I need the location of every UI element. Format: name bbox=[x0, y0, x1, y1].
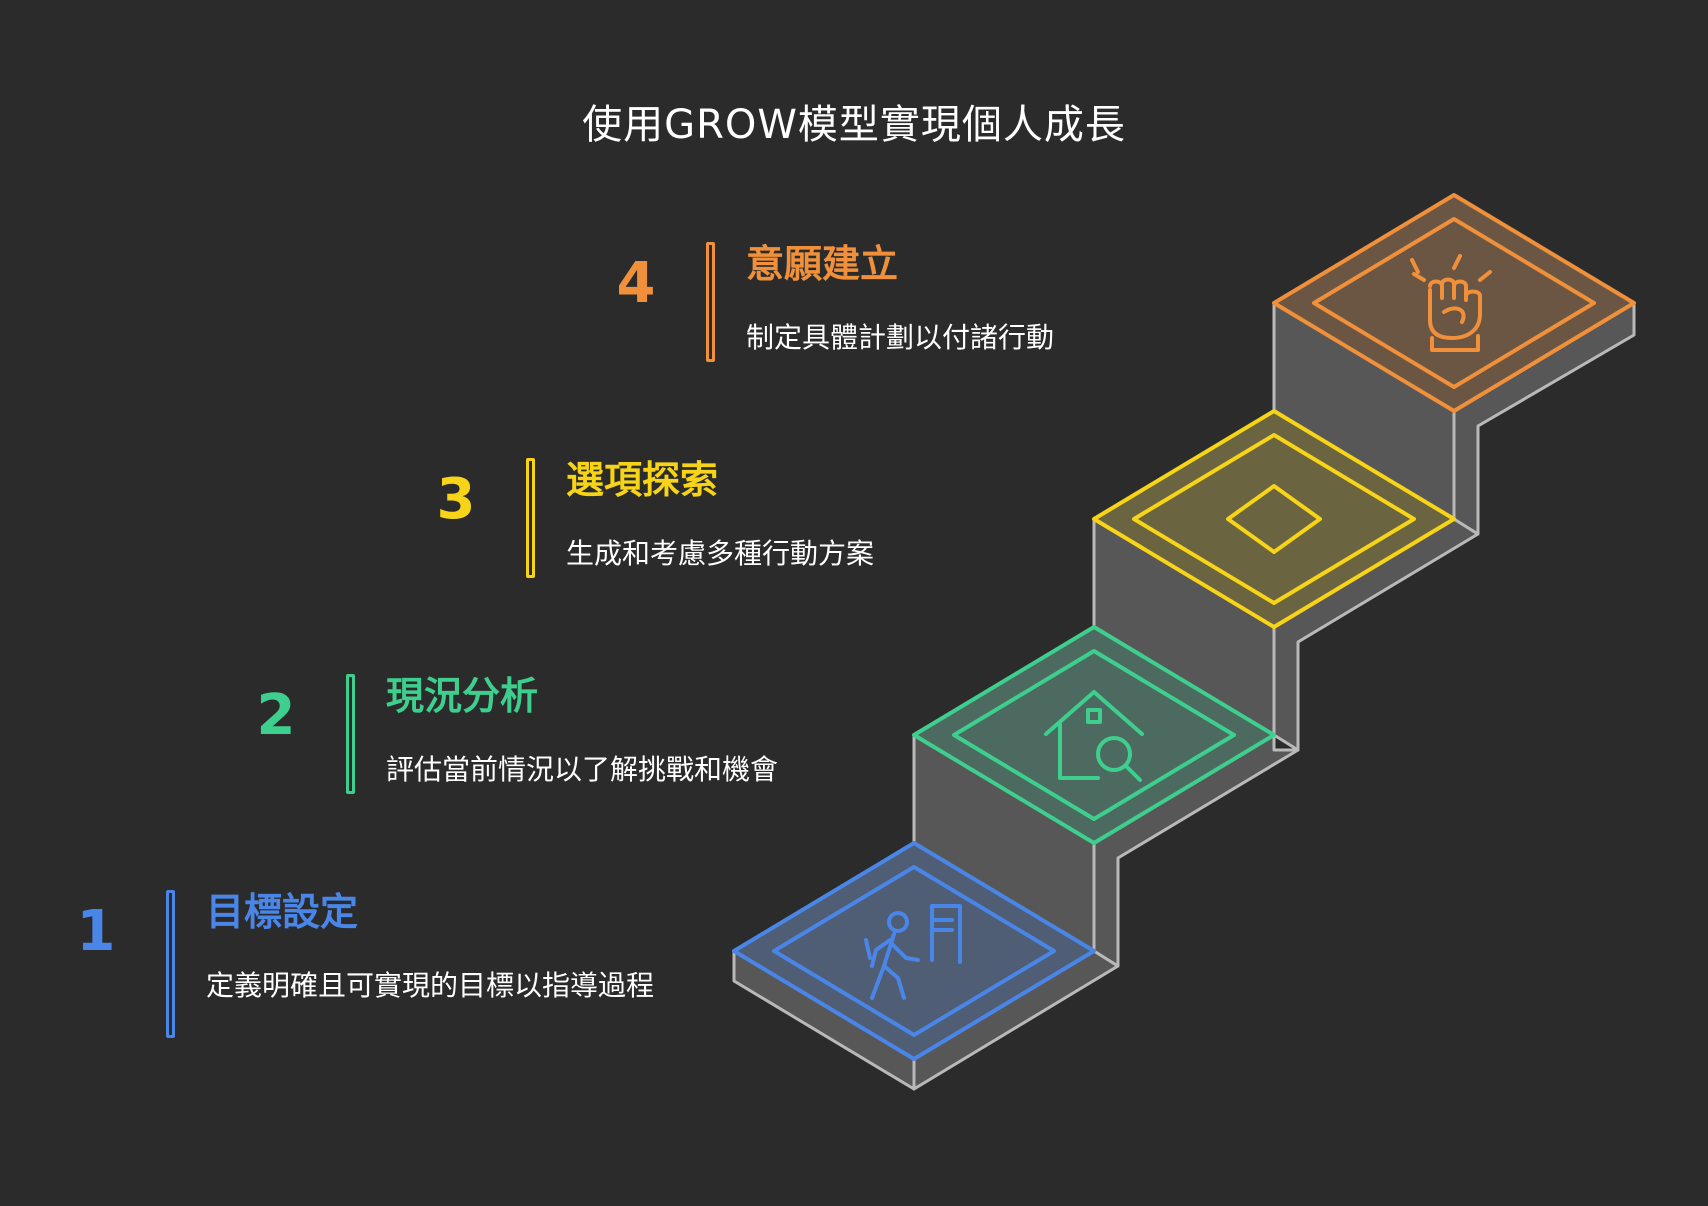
staircase-walls bbox=[732, 301, 1636, 1091]
step-1-description: 定義明確且可實現的目標以指導過程 bbox=[206, 969, 655, 1002]
step-4-bar bbox=[706, 242, 715, 362]
step-2-heading: 現況分析 bbox=[386, 674, 539, 718]
tread-step-1 bbox=[732, 841, 1096, 1061]
tread-step-2 bbox=[912, 625, 1276, 845]
step-3-description: 生成和考慮多種行動方案 bbox=[566, 537, 875, 570]
tread-step-4 bbox=[1272, 193, 1636, 413]
step-2-description: 評估當前情況以了解挑戰和機會 bbox=[386, 753, 779, 786]
step-4-number: 4 bbox=[616, 251, 656, 316]
step-2-bar bbox=[346, 674, 355, 794]
house-search-icon bbox=[1044, 690, 1144, 782]
step-4-heading: 意願建立 bbox=[746, 242, 899, 286]
step-1-bar bbox=[166, 890, 175, 1038]
step-1-heading: 目標設定 bbox=[206, 890, 359, 934]
diamond-icon bbox=[1226, 484, 1322, 554]
diagram-title: 使用GROW模型實現個人成長 bbox=[582, 102, 1126, 148]
step-4-description: 制定具體計劃以付諸行動 bbox=[746, 321, 1055, 354]
tread-step-3 bbox=[1092, 409, 1456, 629]
step-3-number: 3 bbox=[436, 467, 476, 532]
person-walking-to-flag-icon bbox=[864, 904, 962, 1000]
step-3-heading: 選項探索 bbox=[566, 458, 719, 502]
step-3-bar bbox=[526, 458, 535, 578]
step-2-number: 2 bbox=[256, 683, 296, 748]
raised-fist-icon bbox=[1410, 254, 1492, 352]
wall-step-2-right bbox=[1092, 733, 1300, 968]
step-1-number: 1 bbox=[76, 899, 116, 964]
